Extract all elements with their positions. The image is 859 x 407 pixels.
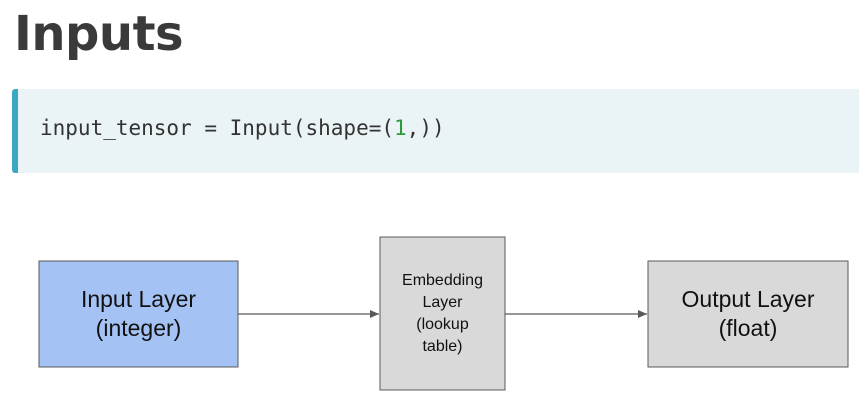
embedding-layer-line1: Embedding bbox=[402, 271, 483, 289]
embedding-layer-line4: table) bbox=[422, 337, 463, 355]
output-layer-line1: Output Layer bbox=[681, 286, 815, 312]
input-layer-box bbox=[38, 260, 239, 368]
output-layer-label: Output Layer (float) bbox=[648, 261, 848, 367]
code-line: input_tensor = Input(shape=(1,)) bbox=[40, 114, 445, 142]
code-text-prefix: input_tensor = Input(shape=( bbox=[40, 116, 395, 140]
output-layer-line2: (float) bbox=[718, 315, 778, 341]
input-layer-line1: Input Layer bbox=[80, 286, 197, 312]
code-block: input_tensor = Input(shape=(1,)) bbox=[12, 89, 859, 173]
embedding-layer-box bbox=[379, 236, 506, 391]
input-layer-label: Input Layer (integer) bbox=[39, 261, 238, 367]
input-layer-line2: (integer) bbox=[95, 315, 182, 341]
embedding-layer-label: Embedding Layer (lookup table) bbox=[380, 237, 505, 390]
output-layer-box bbox=[647, 260, 849, 368]
embedding-layer-line2: Layer bbox=[422, 293, 463, 311]
code-number: 1 bbox=[394, 116, 407, 140]
slide-title: Inputs bbox=[14, 6, 184, 62]
embedding-layer-line3: (lookup bbox=[416, 315, 469, 333]
code-text-suffix: ,)) bbox=[406, 116, 445, 140]
